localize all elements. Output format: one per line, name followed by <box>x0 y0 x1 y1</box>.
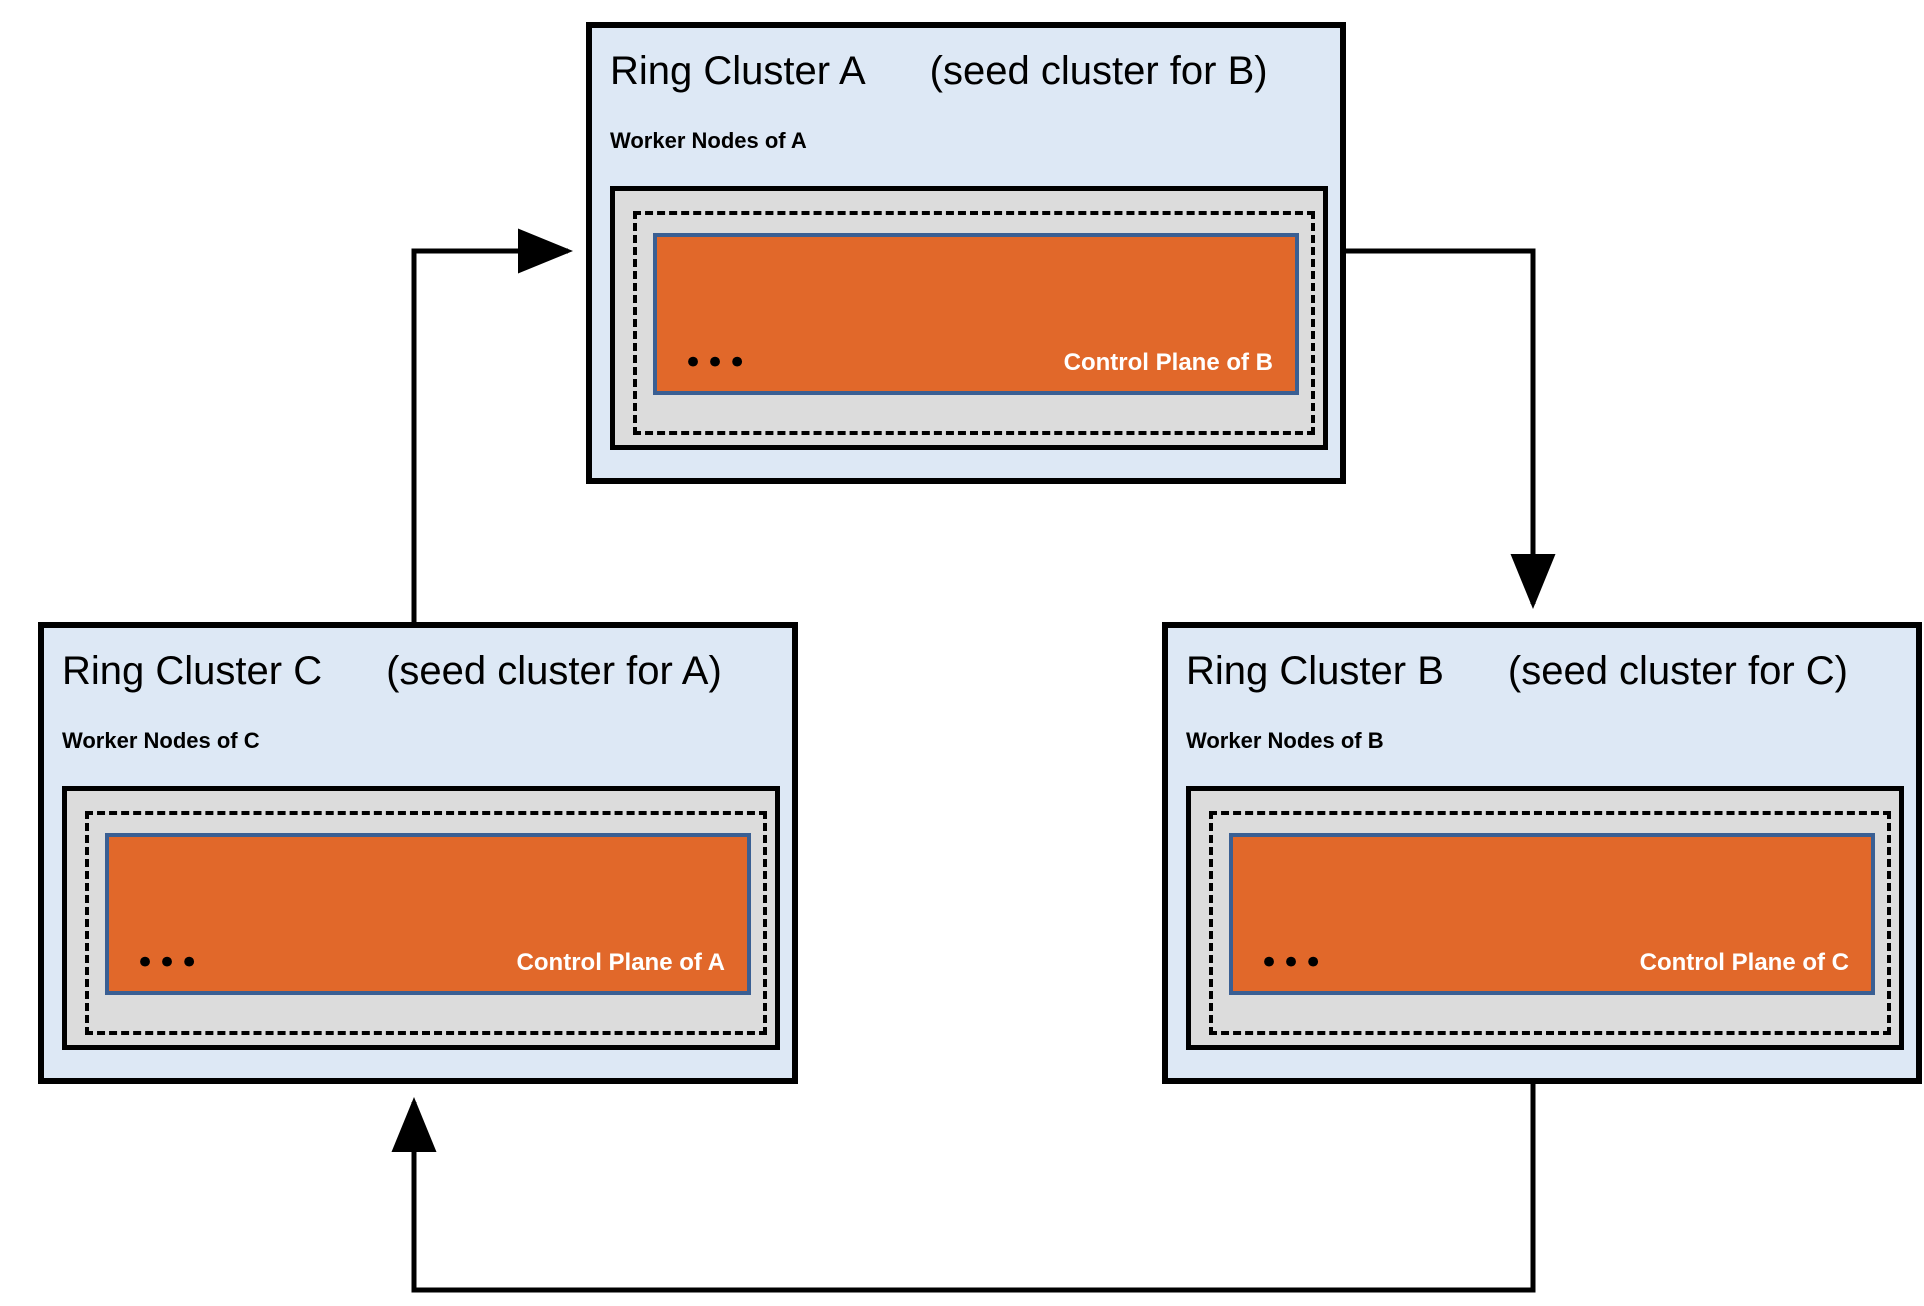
cluster-b-namespace-boundary <box>1209 811 1891 1035</box>
cluster-c-name: Ring Cluster C <box>62 649 323 693</box>
cluster-b-ellipsis-icon: ••• <box>1259 943 1326 983</box>
connector-a-to-b <box>1346 248 1556 609</box>
cluster-a-namespace-boundary <box>633 211 1315 435</box>
cluster-c-worker-nodes-box[interactable]: ••• Control Plane of A <box>62 786 780 1050</box>
cluster-c-namespace-boundary <box>85 811 767 1035</box>
cluster-a-seed-note: (seed cluster for B) <box>929 49 1268 93</box>
cluster-c-control-plane-label: Control Plane of A <box>516 949 725 976</box>
cluster-box-b[interactable]: Ring Cluster B (seed cluster for C) Worke… <box>1162 622 1922 1084</box>
cluster-a-title: Ring Cluster A (seed cluster for B) <box>610 48 1268 94</box>
cluster-a-worker-nodes-box[interactable]: ••• Control Plane of B <box>610 186 1328 450</box>
cluster-c-title: Ring Cluster C (seed cluster for A) <box>62 648 722 694</box>
cluster-c-workers-label: Worker Nodes of C <box>62 728 260 753</box>
cluster-b-seed-note: (seed cluster for C) <box>1507 649 1848 693</box>
cluster-b-workers-label: Worker Nodes of B <box>1186 728 1384 753</box>
cluster-a-control-plane-box[interactable]: ••• Control Plane of B <box>653 233 1299 395</box>
connector-b-to-c <box>391 1084 1536 1293</box>
cluster-b-control-plane-box[interactable]: ••• Control Plane of C <box>1229 833 1875 995</box>
cluster-b-worker-nodes-box[interactable]: ••• Control Plane of C <box>1186 786 1904 1050</box>
cluster-a-control-plane-label: Control Plane of B <box>1063 349 1273 376</box>
cluster-box-a[interactable]: Ring Cluster A (seed cluster for B) Worke… <box>586 22 1346 484</box>
cluster-b-title: Ring Cluster B (seed cluster for C) <box>1186 648 1848 694</box>
cluster-c-control-plane-box[interactable]: ••• Control Plane of A <box>105 833 751 995</box>
cluster-box-c[interactable]: Ring Cluster C (seed cluster for A) Worke… <box>38 622 798 1084</box>
cluster-a-ellipsis-icon: ••• <box>683 343 750 383</box>
cluster-c-seed-note: (seed cluster for A) <box>386 649 722 693</box>
cluster-a-workers-label: Worker Nodes of A <box>610 128 807 153</box>
cluster-a-name: Ring Cluster A <box>610 49 866 93</box>
cluster-c-ellipsis-icon: ••• <box>135 943 202 983</box>
cluster-b-name: Ring Cluster B <box>1186 649 1444 693</box>
cluster-b-control-plane-label: Control Plane of C <box>1639 949 1849 976</box>
connector-c-to-a <box>411 228 573 622</box>
